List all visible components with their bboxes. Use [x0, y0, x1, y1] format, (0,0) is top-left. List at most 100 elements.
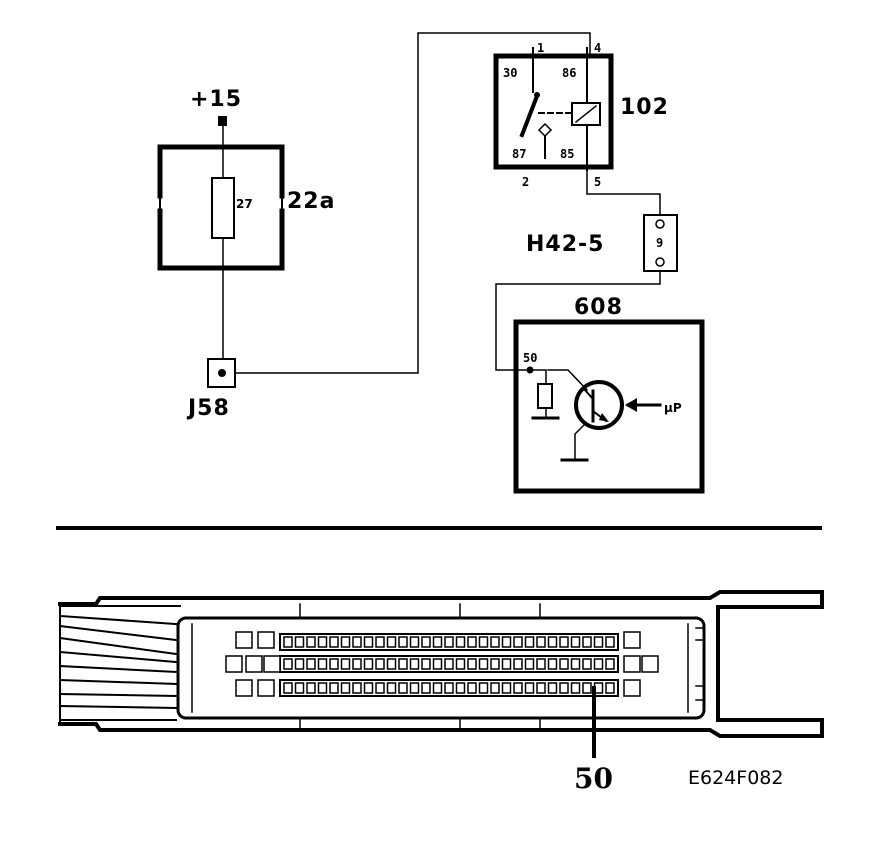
- connector-pin: [340, 658, 351, 670]
- connector-pin: [570, 682, 581, 694]
- connector-pin: [547, 658, 558, 670]
- connector-pin: [352, 658, 362, 670]
- figure-code: E624F082: [688, 767, 783, 789]
- connector-power-pin: [623, 631, 641, 649]
- connector-power-pin: [641, 655, 659, 673]
- connector-pin: [329, 682, 339, 694]
- relay-pin-1: 1: [537, 41, 544, 55]
- connector-pin: [352, 682, 362, 694]
- connector-pin: [536, 636, 546, 648]
- connector-pin: [409, 682, 420, 694]
- connector-pin: [375, 682, 385, 694]
- connector-pin: [570, 658, 581, 670]
- connector-pin: [398, 658, 408, 670]
- connector-pin: [306, 636, 316, 648]
- connector-power-pin: [235, 631, 253, 649]
- relay-terminal-87: 87: [512, 147, 526, 161]
- connector-power-pin: [245, 655, 263, 673]
- pin-row-frame: [279, 679, 619, 697]
- connector-pin: [582, 636, 592, 648]
- connector-pin: [605, 682, 615, 694]
- connector-pin: [455, 636, 466, 648]
- connector-pin: [363, 636, 374, 648]
- relay-switch-arm: [519, 93, 540, 138]
- connector-pin: [582, 658, 592, 670]
- connector-pin: [444, 682, 454, 694]
- connector-power-pin: [623, 655, 641, 673]
- connector-pin: [467, 658, 477, 670]
- connector-pin: [501, 658, 512, 670]
- connector-pin: [478, 636, 489, 648]
- connector-pin: [513, 658, 523, 670]
- connector-pin: [329, 636, 339, 648]
- connector-pin: [283, 658, 293, 670]
- connector-pin: [340, 682, 351, 694]
- connector-pin: [605, 636, 615, 648]
- ecu-connector-pins: [225, 631, 659, 697]
- pin-row-frame: [279, 633, 619, 651]
- connector-pin: [432, 636, 443, 648]
- connector-pin: 9: [656, 236, 663, 250]
- connector-pin: [536, 658, 546, 670]
- connector-pin: [501, 682, 512, 694]
- connector-pin: [570, 636, 581, 648]
- connector-pin: [536, 682, 546, 694]
- relay-pin-4: 4: [594, 41, 601, 55]
- connector-pin: [478, 682, 489, 694]
- connector-pin: [593, 636, 604, 648]
- connector-pin: [294, 636, 305, 648]
- relay-terminal-86: 86: [562, 66, 576, 80]
- relay-102: [493, 53, 614, 170]
- connector-pin: [283, 682, 293, 694]
- connector-pin: [559, 636, 569, 648]
- ecu-608: [513, 319, 705, 494]
- junction-label: J58: [186, 396, 230, 421]
- connector-pin: [363, 682, 374, 694]
- fuse-number: 27: [236, 197, 253, 211]
- connector-pin: [524, 636, 535, 648]
- connector-pin: [375, 636, 385, 648]
- connector-pin: [283, 636, 293, 648]
- fuse-box-label: 22a: [287, 189, 335, 214]
- ecu-pin-label: 50: [523, 351, 537, 365]
- connector-pin: [432, 658, 443, 670]
- ecu-resistor: [537, 383, 553, 409]
- relay-label: 102: [620, 95, 669, 120]
- connector-pin: [547, 636, 558, 648]
- connector-pin: [478, 658, 489, 670]
- wire-j58-relay: [234, 32, 591, 374]
- connector-pin: [513, 636, 523, 648]
- connector-pin: [386, 636, 397, 648]
- connector-pin: [421, 682, 431, 694]
- connector-pin: [467, 636, 477, 648]
- connector-pin: [421, 636, 431, 648]
- connector-pin: [444, 658, 454, 670]
- connector-pin: [490, 658, 500, 670]
- connector-power-pin: [225, 655, 243, 673]
- connector-power-pin: [235, 679, 253, 697]
- connector-pin: [306, 658, 316, 670]
- ecu-connector: [58, 590, 824, 738]
- connector-pin: [547, 682, 558, 694]
- connector-pin: [593, 658, 604, 670]
- relay-terminal-85: 85: [560, 147, 574, 161]
- connector-pin: [340, 636, 351, 648]
- ecu-micro-label: µP: [664, 401, 682, 415]
- connector-pin: [375, 658, 385, 670]
- wire-relay-connector: [586, 169, 661, 215]
- connector-pin: [513, 682, 523, 694]
- connector-pin: [386, 658, 397, 670]
- ecu-label: 608: [574, 295, 623, 320]
- connector-pin: [605, 658, 615, 670]
- connector-pin: [490, 682, 500, 694]
- connector-label: H42-5: [526, 232, 604, 257]
- connector-pin: [317, 682, 328, 694]
- relay-pin-5: 5: [594, 175, 601, 189]
- connector-pin: [363, 658, 374, 670]
- pin-callout: 50: [574, 762, 613, 795]
- connector-power-pin: [257, 631, 275, 649]
- connector-pin: [409, 658, 420, 670]
- connector-pin: [421, 658, 431, 670]
- connector-pin: [559, 682, 569, 694]
